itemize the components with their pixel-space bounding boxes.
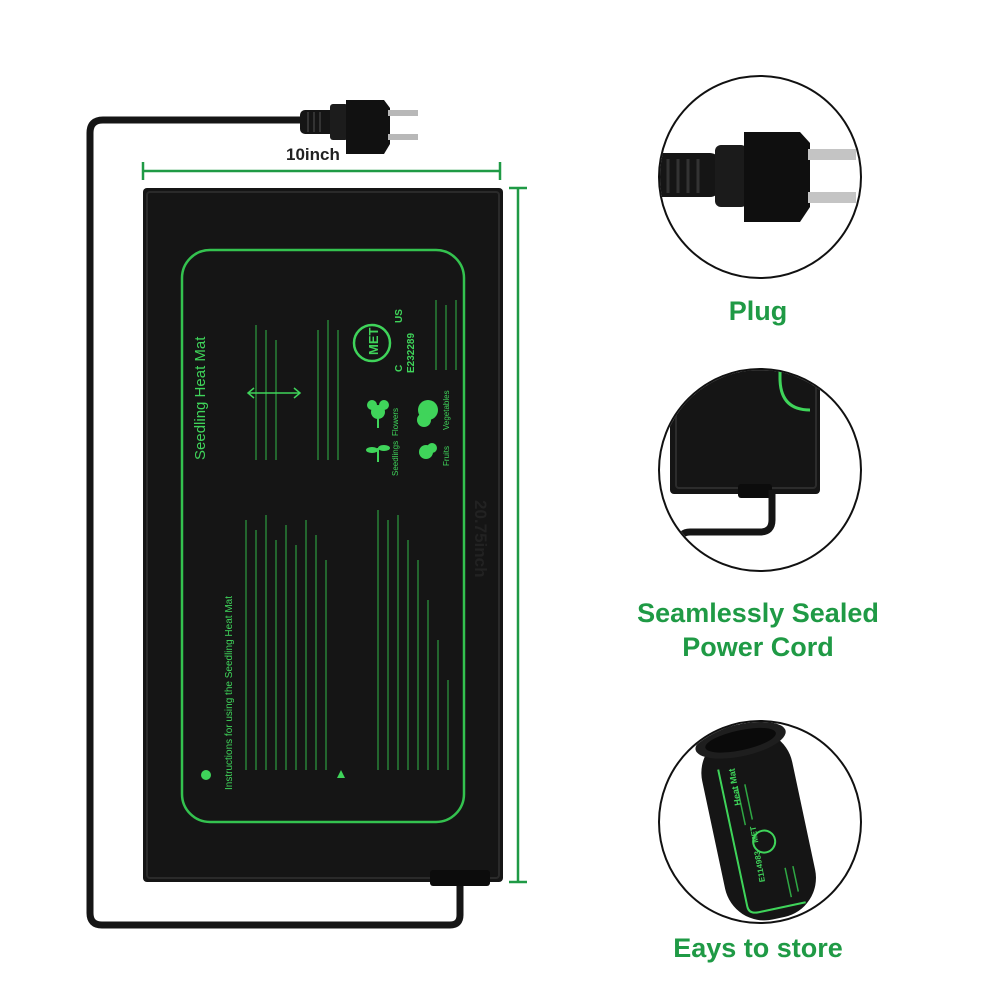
plant-label-flowers: Flowers [391,408,400,436]
heat-mat [143,188,503,886]
feature-label-storage: Eays to store [673,933,843,963]
product-illustration: Seedling Heat Mat Instructions for using… [86,100,527,929]
svg-text:C: C [394,365,405,372]
power-cord [86,116,464,929]
flower-icon [367,400,389,428]
rolled-mat-detail-circle: MET E114983 Heat Mat [658,720,862,924]
plug-detail-circle [658,75,862,279]
arrow-icon [246,387,302,399]
feature-label-plug: Plug [728,296,788,326]
seedling-icon [366,445,390,462]
sealed-cord-detail-circle [658,368,862,572]
rolled-mat-icon [695,722,816,921]
info-icon [201,770,211,780]
length-dimension-label: 20.75inch [471,500,490,578]
svg-text:US: US [394,309,405,323]
feature-label-sealed-cord: Seamlessly Sealed Power Cord [637,598,879,662]
width-dimension-label: 10inch [286,145,340,164]
plant-label-seedlings: Seedlings [391,441,400,476]
plug-icon [660,132,856,222]
mat-print: Seedling Heat Mat [192,336,209,460]
warning-icon [337,770,345,778]
sealed-cord-icon [670,370,820,570]
svg-text:MET: MET [366,328,381,356]
vegetable-icon [417,400,438,427]
mat-title-print: Seedling Heat Mat [192,336,209,460]
plant-label-vegetables: Vegetables [442,390,451,430]
length-dimension-line [509,186,527,884]
mat-instructions-heading-print: Instructions for using the Seedling Heat… [224,596,235,790]
width-dimension-line [141,162,502,180]
met-certification-logo: MET C US E232289 [352,309,417,373]
svg-text:E232289: E232289 [406,333,417,373]
plant-label-fruits: Fruits [442,446,451,466]
instruction-lines [245,300,457,770]
plug-icon [300,100,418,154]
fruit-icon [419,443,437,459]
